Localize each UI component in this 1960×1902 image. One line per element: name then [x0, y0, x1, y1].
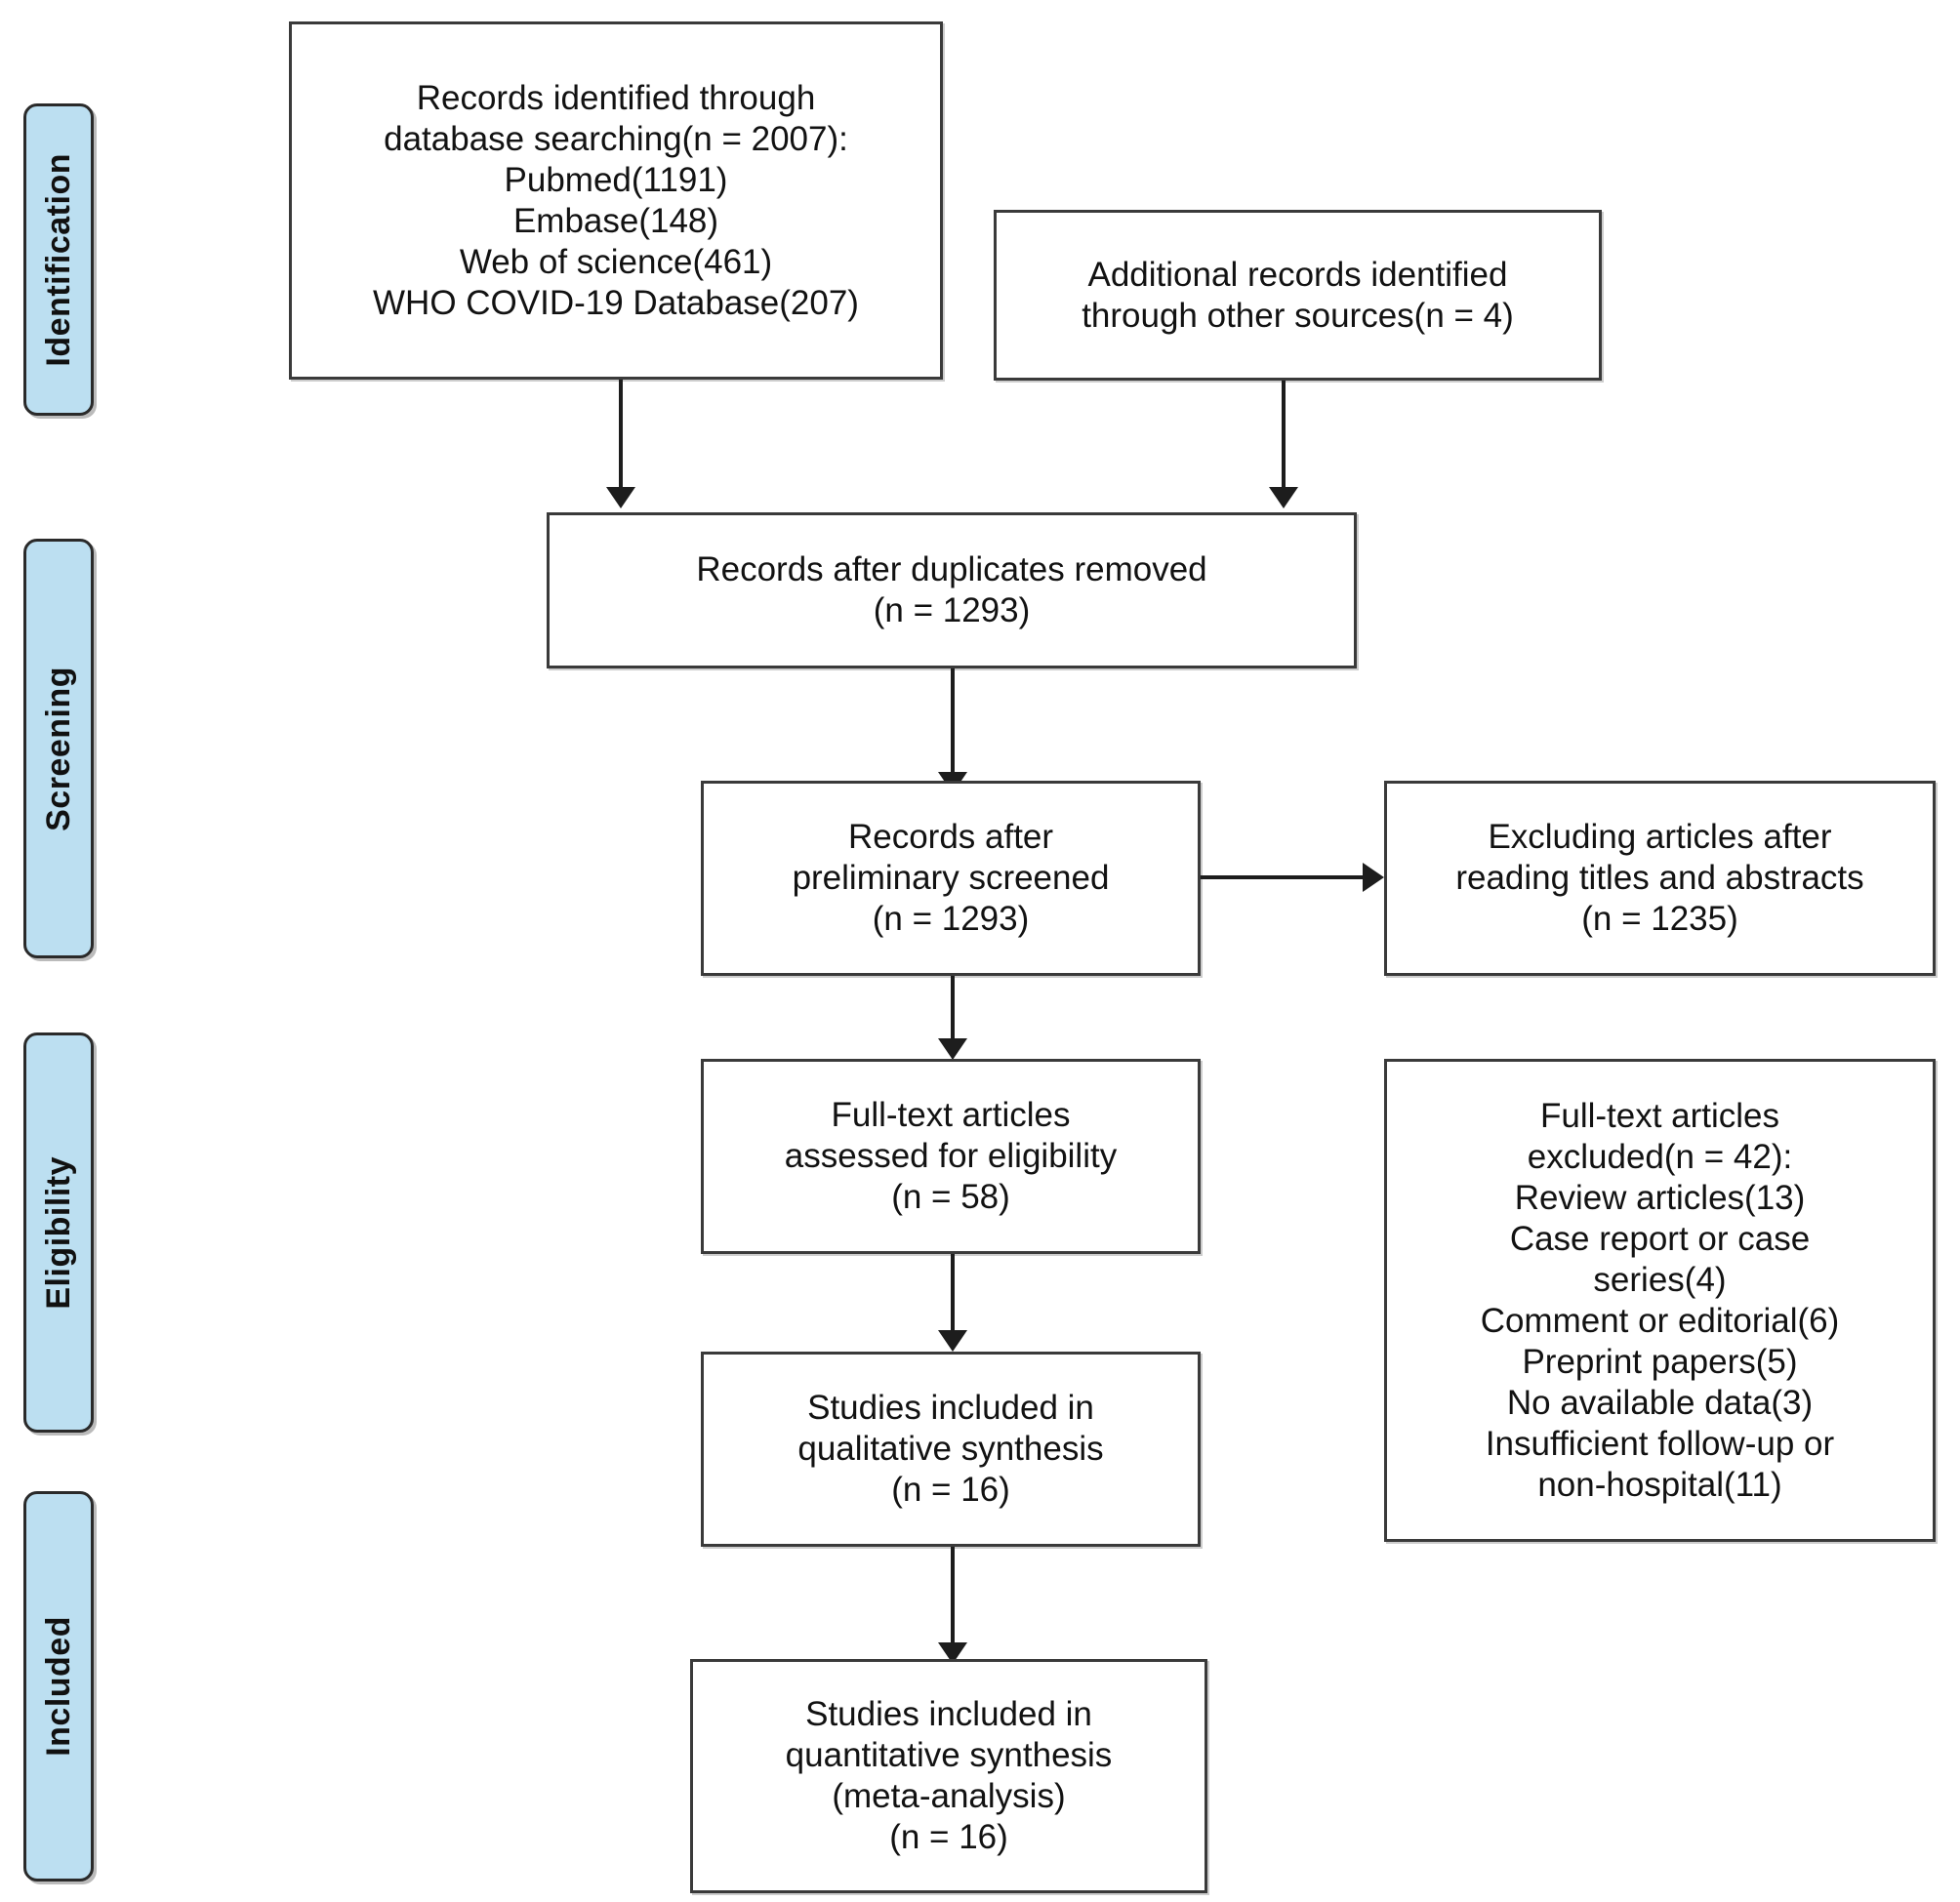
box-fulltext-excluded-line-3: Review articles(13): [1514, 1178, 1806, 1217]
connector-screened-to-excluded: [1201, 875, 1367, 879]
arrowhead-additional-to-duplicates: [1269, 487, 1298, 508]
box-qualitative-synthesis-line-1: Studies included in: [807, 1389, 1094, 1427]
box-additional-records-line-1: Additional records identified: [1087, 255, 1508, 294]
box-excluded-titles-abstracts-line-1: Excluding articles after: [1488, 818, 1832, 856]
box-duplicates-removed-line-1: Records after duplicates removed: [696, 550, 1207, 588]
arrowhead-screened-to-fulltext: [938, 1038, 967, 1060]
connector-qualitative-to-quantitative: [951, 1547, 955, 1644]
box-fulltext-excluded-line-2: excluded(n = 42):: [1527, 1137, 1793, 1176]
box-quantitative-synthesis-line-3: (meta-analysis): [832, 1777, 1066, 1815]
box-records-identified-line-1: Records identified through: [416, 78, 816, 117]
box-fulltext-assessed: Full-text articles assessed for eligibil…: [701, 1059, 1201, 1254]
box-duplicates-removed: Records after duplicates removed (n = 12…: [547, 512, 1357, 668]
stage-pill-screening: Screening: [23, 539, 94, 958]
connector-screened-to-fulltext: [951, 976, 955, 1040]
box-fulltext-assessed-line-2: assessed for eligibility: [784, 1137, 1118, 1175]
arrowhead-qualitative-to-quantitative: [938, 1642, 967, 1664]
box-fulltext-assessed-line-3: (n = 58): [891, 1178, 1010, 1216]
connector-duplicates-to-screened: [951, 668, 955, 774]
stage-pill-included: Included: [23, 1491, 94, 1882]
stage-label-included: Included: [39, 1616, 77, 1757]
box-fulltext-excluded-line-7: Preprint papers(5): [1522, 1342, 1798, 1381]
box-quantitative-synthesis: Studies included in quantitative synthes…: [690, 1659, 1207, 1893]
stage-label-eligibility: Eligibility: [39, 1155, 77, 1310]
box-fulltext-excluded-line-8: No available data(3): [1506, 1383, 1814, 1422]
box-preliminary-screened-line-2: preliminary screened: [792, 859, 1110, 897]
box-records-identified-line-5: Web of science(461): [459, 242, 773, 281]
box-records-identified-line-2: database searching(n = 2007):: [384, 119, 848, 158]
stage-pill-identification: Identification: [23, 103, 94, 416]
box-fulltext-excluded-line-1: Full-text articles: [1539, 1096, 1780, 1135]
stage-pill-eligibility: Eligibility: [23, 1032, 94, 1433]
arrowhead-fulltext-to-qualitative: [938, 1330, 967, 1352]
box-preliminary-screened-line-3: (n = 1293): [872, 900, 1030, 938]
box-duplicates-removed-line-2: (n = 1293): [873, 591, 1031, 629]
box-fulltext-excluded-line-4: Case report or case: [1509, 1219, 1811, 1258]
stage-label-identification: Identification: [39, 152, 77, 367]
box-fulltext-excluded-line-5: series(4): [1593, 1260, 1727, 1299]
connector-fulltext-to-qualitative: [951, 1254, 955, 1332]
box-fulltext-excluded: Full-text articles excluded(n = 42): Rev…: [1384, 1059, 1936, 1542]
connector-identified-to-duplicates: [619, 380, 623, 489]
connector-additional-to-duplicates: [1282, 381, 1286, 489]
box-quantitative-synthesis-line-4: (n = 16): [889, 1818, 1008, 1856]
box-excluded-titles-abstracts-line-2: reading titles and abstracts: [1455, 859, 1864, 897]
box-quantitative-synthesis-line-1: Studies included in: [805, 1695, 1092, 1733]
box-excluded-titles-abstracts-line-3: (n = 1235): [1581, 900, 1738, 938]
box-records-identified-line-6: WHO COVID-19 Database(207): [373, 283, 859, 322]
box-preliminary-screened: Records after preliminary screened (n = …: [701, 781, 1201, 976]
box-qualitative-synthesis-line-3: (n = 16): [891, 1471, 1010, 1509]
box-fulltext-excluded-line-10: non-hospital(11): [1537, 1465, 1782, 1504]
box-excluded-titles-abstracts: Excluding articles after reading titles …: [1384, 781, 1936, 976]
box-records-identified: Records identified through database sear…: [289, 21, 943, 380]
box-qualitative-synthesis: Studies included in qualitative synthesi…: [701, 1352, 1201, 1547]
box-preliminary-screened-line-1: Records after: [847, 818, 1054, 856]
box-quantitative-synthesis-line-2: quantitative synthesis: [785, 1736, 1113, 1774]
box-qualitative-synthesis-line-2: qualitative synthesis: [797, 1430, 1104, 1468]
box-fulltext-assessed-line-1: Full-text articles: [831, 1096, 1071, 1134]
box-additional-records: Additional records identified through ot…: [994, 210, 1602, 381]
box-additional-records-line-2: through other sources(n = 4): [1082, 296, 1514, 335]
box-records-identified-line-3: Pubmed(1191): [504, 160, 728, 199]
arrowhead-identified-to-duplicates: [606, 487, 635, 508]
box-fulltext-excluded-line-9: Insufficient follow-up or: [1485, 1424, 1835, 1463]
box-records-identified-line-4: Embase(148): [512, 201, 719, 240]
box-fulltext-excluded-line-6: Comment or editorial(6): [1480, 1301, 1840, 1340]
arrowhead-screened-to-excluded: [1363, 863, 1384, 892]
stage-label-screening: Screening: [39, 666, 77, 831]
